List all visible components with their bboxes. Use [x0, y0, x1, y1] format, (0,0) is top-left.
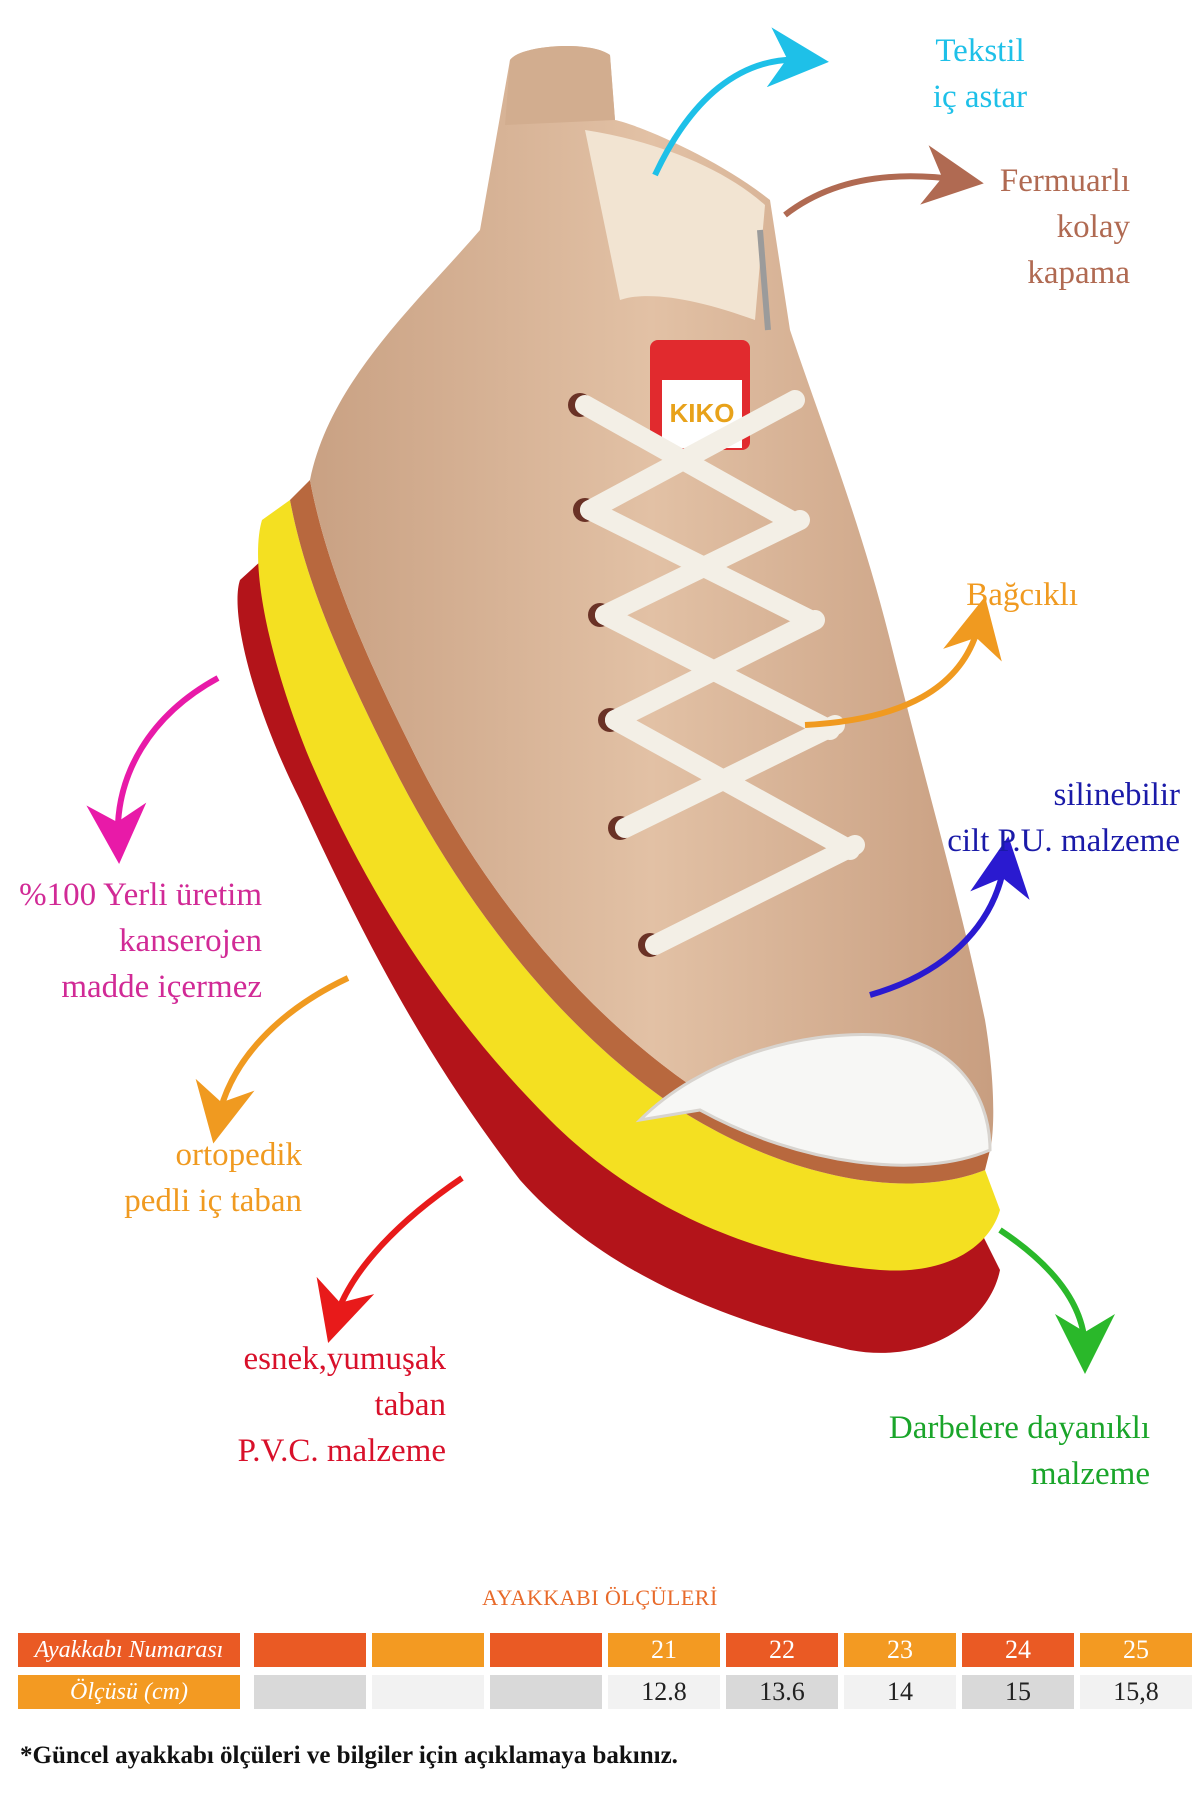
callout-line: taban: [374, 1387, 446, 1423]
footnote: *Güncel ayakkabı ölçüleri ve bilgiler iç…: [20, 1742, 678, 1769]
arrow-yerli: [86, 675, 220, 864]
callout-esnek: esnek,yumuşak taban P.V.C. malzeme: [150, 1336, 446, 1474]
callout-line: kanserojen: [119, 923, 262, 959]
zipper: [757, 229, 771, 331]
arrow-darbe: [998, 1227, 1115, 1374]
callout-line: Fermuarlı: [999, 163, 1130, 199]
callout-line: Darbelere dayanıklı: [888, 1410, 1150, 1446]
arrow-esnek: [316, 1175, 464, 1343]
size-table-title: AYAKKABI ÖLÇÜLERİ: [482, 1585, 718, 1610]
callout-line: madde içermez: [61, 969, 262, 1005]
laces: [575, 390, 865, 955]
measure-cell: 13.6: [726, 1675, 838, 1709]
size-cell: 22: [726, 1633, 838, 1667]
callout-line: malzeme: [1030, 1456, 1150, 1492]
size-cell: [490, 1633, 602, 1667]
callout-line: ortopedik: [175, 1137, 302, 1173]
sole-red-layer: [237, 560, 1000, 1353]
inner-lining: [585, 130, 765, 320]
callout-line: Tekstil: [935, 33, 1025, 69]
callout-line: esnek,yumuşak: [243, 1341, 446, 1377]
size-cell: 21: [608, 1633, 720, 1667]
size-cell: 23: [844, 1633, 956, 1667]
measure-cell: 12.8: [608, 1675, 720, 1709]
sole-yellow-layer: [258, 500, 1000, 1271]
callout-line: kapama: [1027, 255, 1130, 291]
callout-line: silinebilir: [1053, 777, 1181, 813]
sole-trim: [290, 480, 990, 1184]
measure-cell: 15,8: [1080, 1675, 1192, 1709]
callout-fermuar: Fermuarlı kolay kapama: [900, 158, 1130, 296]
size-cell: 24: [962, 1633, 1074, 1667]
row-label-size: Ayakkabı Numarası: [18, 1633, 240, 1667]
shoe-illustration: KIKO: [86, 27, 1115, 1374]
arrow-fermuar: [783, 145, 984, 218]
measure-cell: [372, 1675, 484, 1709]
callout-yerli: %100 Yerli üretim kanserojen madde içerm…: [0, 872, 262, 1010]
arrow-tekstil: [652, 27, 829, 177]
size-cell: [372, 1633, 484, 1667]
measure-cell: 14: [844, 1675, 956, 1709]
callout-ortopedik: ortopedik pedli iç taban: [60, 1132, 302, 1224]
size-cell: 25: [1080, 1633, 1192, 1667]
measure-cell: [254, 1675, 366, 1709]
callout-line: cilt P.U. malzeme: [947, 823, 1180, 859]
row-label-measure: Ölçüsü (cm): [18, 1675, 240, 1709]
callout-silinebilir: silinebilir cilt P.U. malzeme: [850, 772, 1180, 864]
arrow-bagcik: [804, 596, 1002, 728]
arrow-ortopedik: [195, 975, 350, 1144]
callout-line: kolay: [1056, 209, 1130, 245]
callout-bagcik: Bağcıklı: [900, 572, 1078, 618]
callout-tekstil: Tekstil iç astar: [870, 28, 1090, 120]
measure-cell: [490, 1675, 602, 1709]
callout-line: iç astar: [932, 79, 1028, 115]
arrow-silinebilir: [869, 836, 1030, 998]
callout-line: pedli iç taban: [124, 1183, 302, 1219]
callout-darbe: Darbelere dayanıklı malzeme: [820, 1405, 1150, 1497]
size-cell: [254, 1633, 366, 1667]
measure-cell: 15: [962, 1675, 1074, 1709]
callout-line: Bağcıklı: [966, 577, 1078, 613]
callout-line: P.V.C. malzeme: [237, 1433, 446, 1469]
callout-line: %100 Yerli üretim: [19, 877, 262, 913]
brand-logo-text: KIKO: [670, 398, 735, 428]
toe-cap: [635, 1032, 992, 1167]
heel-tab: [505, 45, 615, 126]
